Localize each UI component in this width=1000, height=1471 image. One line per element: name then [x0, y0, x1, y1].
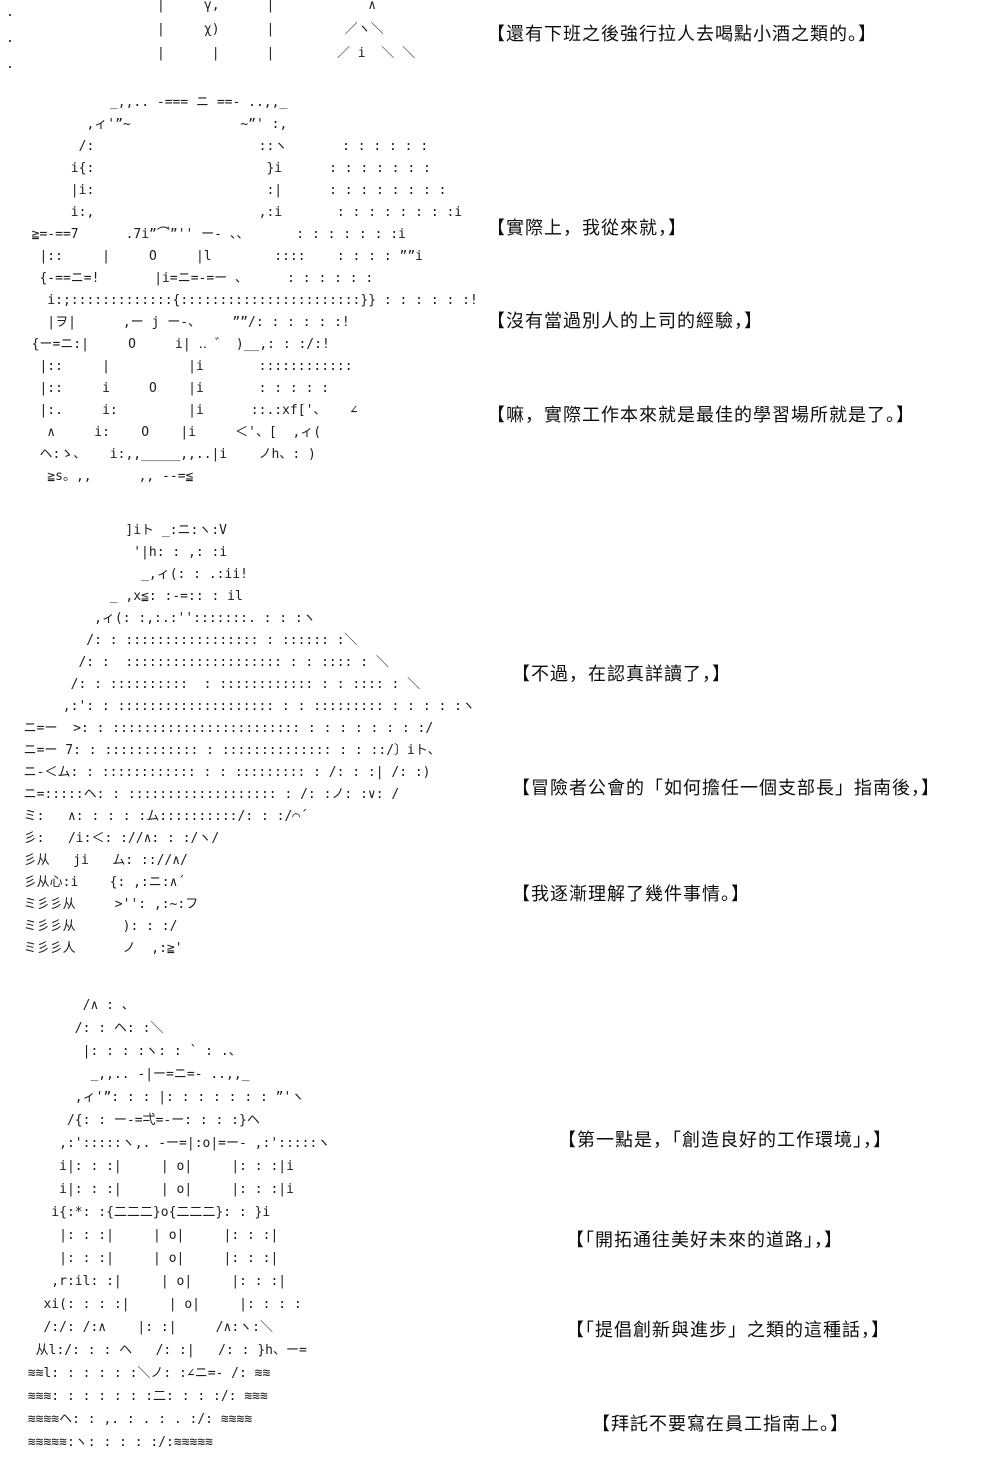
dialogue-line: 【第一點是，「創造良好的工作環境」，】 [558, 1130, 892, 1150]
dialogue-line: 【沒有當過別人的上司的經驗，】 [487, 311, 763, 331]
ascii-art-crusader-helm: /∧ : 、 /: : ヘ: :＼ |: : : :ヽ: : ` : .、 _,… [27, 998, 331, 1450]
dialogue-line: 【冒險者公會的「如何擔任一個支部長」指南後，】 [512, 778, 940, 798]
ascii-art-guild-guidebook: ]iト _:ニ:ヽ:V '|h: : ,: :i _,ィ(: : .:ii! _… [23, 523, 475, 956]
dialogue-line: 【嘛，實際工作本來就是最佳的學習場所就是了。】 [487, 405, 915, 425]
dialogue-line: 【拜託不要寫在員工指南上。】 [592, 1414, 849, 1434]
dialogue-line: 【「提倡創新與進步」之類的這種話，】 [566, 1320, 890, 1340]
dialogue-line: 【實際上，我從來就，】 [487, 218, 687, 238]
margin-dots: . . . [6, 5, 14, 72]
dialogue-line: 【「開拓通往美好未來的道路」，】 [566, 1230, 843, 1250]
ascii-art-barrel-knight: _,,.. -=== ニ ==- ..,,_ ,ィ'”~ ~”' :, /: :… [31, 95, 478, 484]
dialogue-line: 【不過，在認真詳讀了，】 [512, 664, 731, 684]
dialogue-line: 【還有下班之後強行拉人去喝點小酒之類的。】 [487, 24, 877, 44]
dialogue-line: 【我逐漸理解了幾件事情。】 [512, 884, 750, 904]
ascii-art-intro-fragment: | γ, | ∧ | χ) | ／ヽ＼ | | | ／ i ＼ ＼ [156, 0, 416, 61]
